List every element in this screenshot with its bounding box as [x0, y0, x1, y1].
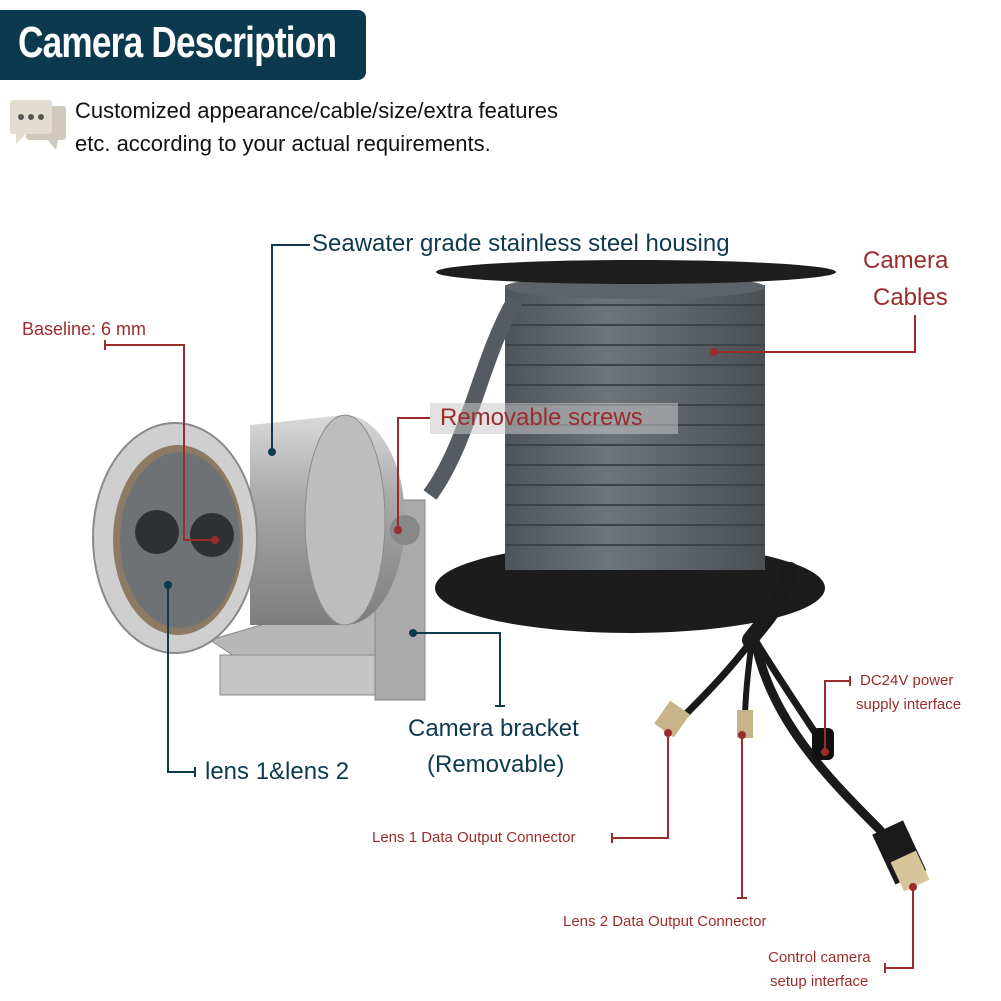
- label-power-line1: DC24V power: [860, 672, 954, 689]
- label-lens: lens 1&lens 2: [205, 758, 350, 785]
- camera: [92, 414, 426, 701]
- label-housing: Seawater grade stainless steel housing: [312, 230, 730, 257]
- leader-lines-red: [104, 315, 917, 973]
- screws-label-bg: [430, 403, 678, 434]
- label-lens2-connector: Lens 2 Data Output Connector: [563, 913, 767, 930]
- chat-bubbles-icon: [10, 100, 66, 150]
- title-banner: Camera Description: [0, 10, 366, 80]
- connectors: [654, 700, 930, 892]
- cable-spool: [423, 260, 836, 633]
- label-lens1-connector: Lens 1 Data Output Connector: [372, 829, 576, 846]
- page-title: Camera Description: [18, 18, 337, 67]
- label-control-line2: setup interface: [770, 973, 869, 990]
- label-screws: Removable screws: [440, 404, 643, 431]
- label-bracket-line1: Camera bracket: [408, 715, 579, 742]
- label-power-line2: supply interface: [856, 696, 962, 713]
- label-baseline: Baseline: 6 mm: [22, 319, 147, 339]
- label-cables-line2: Cables: [873, 284, 948, 311]
- intro-line-1: Customized appearance/cable/size/extra f…: [75, 98, 559, 123]
- leader-lines-teal: [164, 244, 505, 777]
- label-cables-line1: Camera: [863, 247, 949, 274]
- intro-line-2: etc. according to your actual requiremen…: [75, 131, 491, 156]
- label-control-line1: Control camera: [768, 949, 871, 966]
- label-bracket-line2: (Removable): [427, 751, 565, 778]
